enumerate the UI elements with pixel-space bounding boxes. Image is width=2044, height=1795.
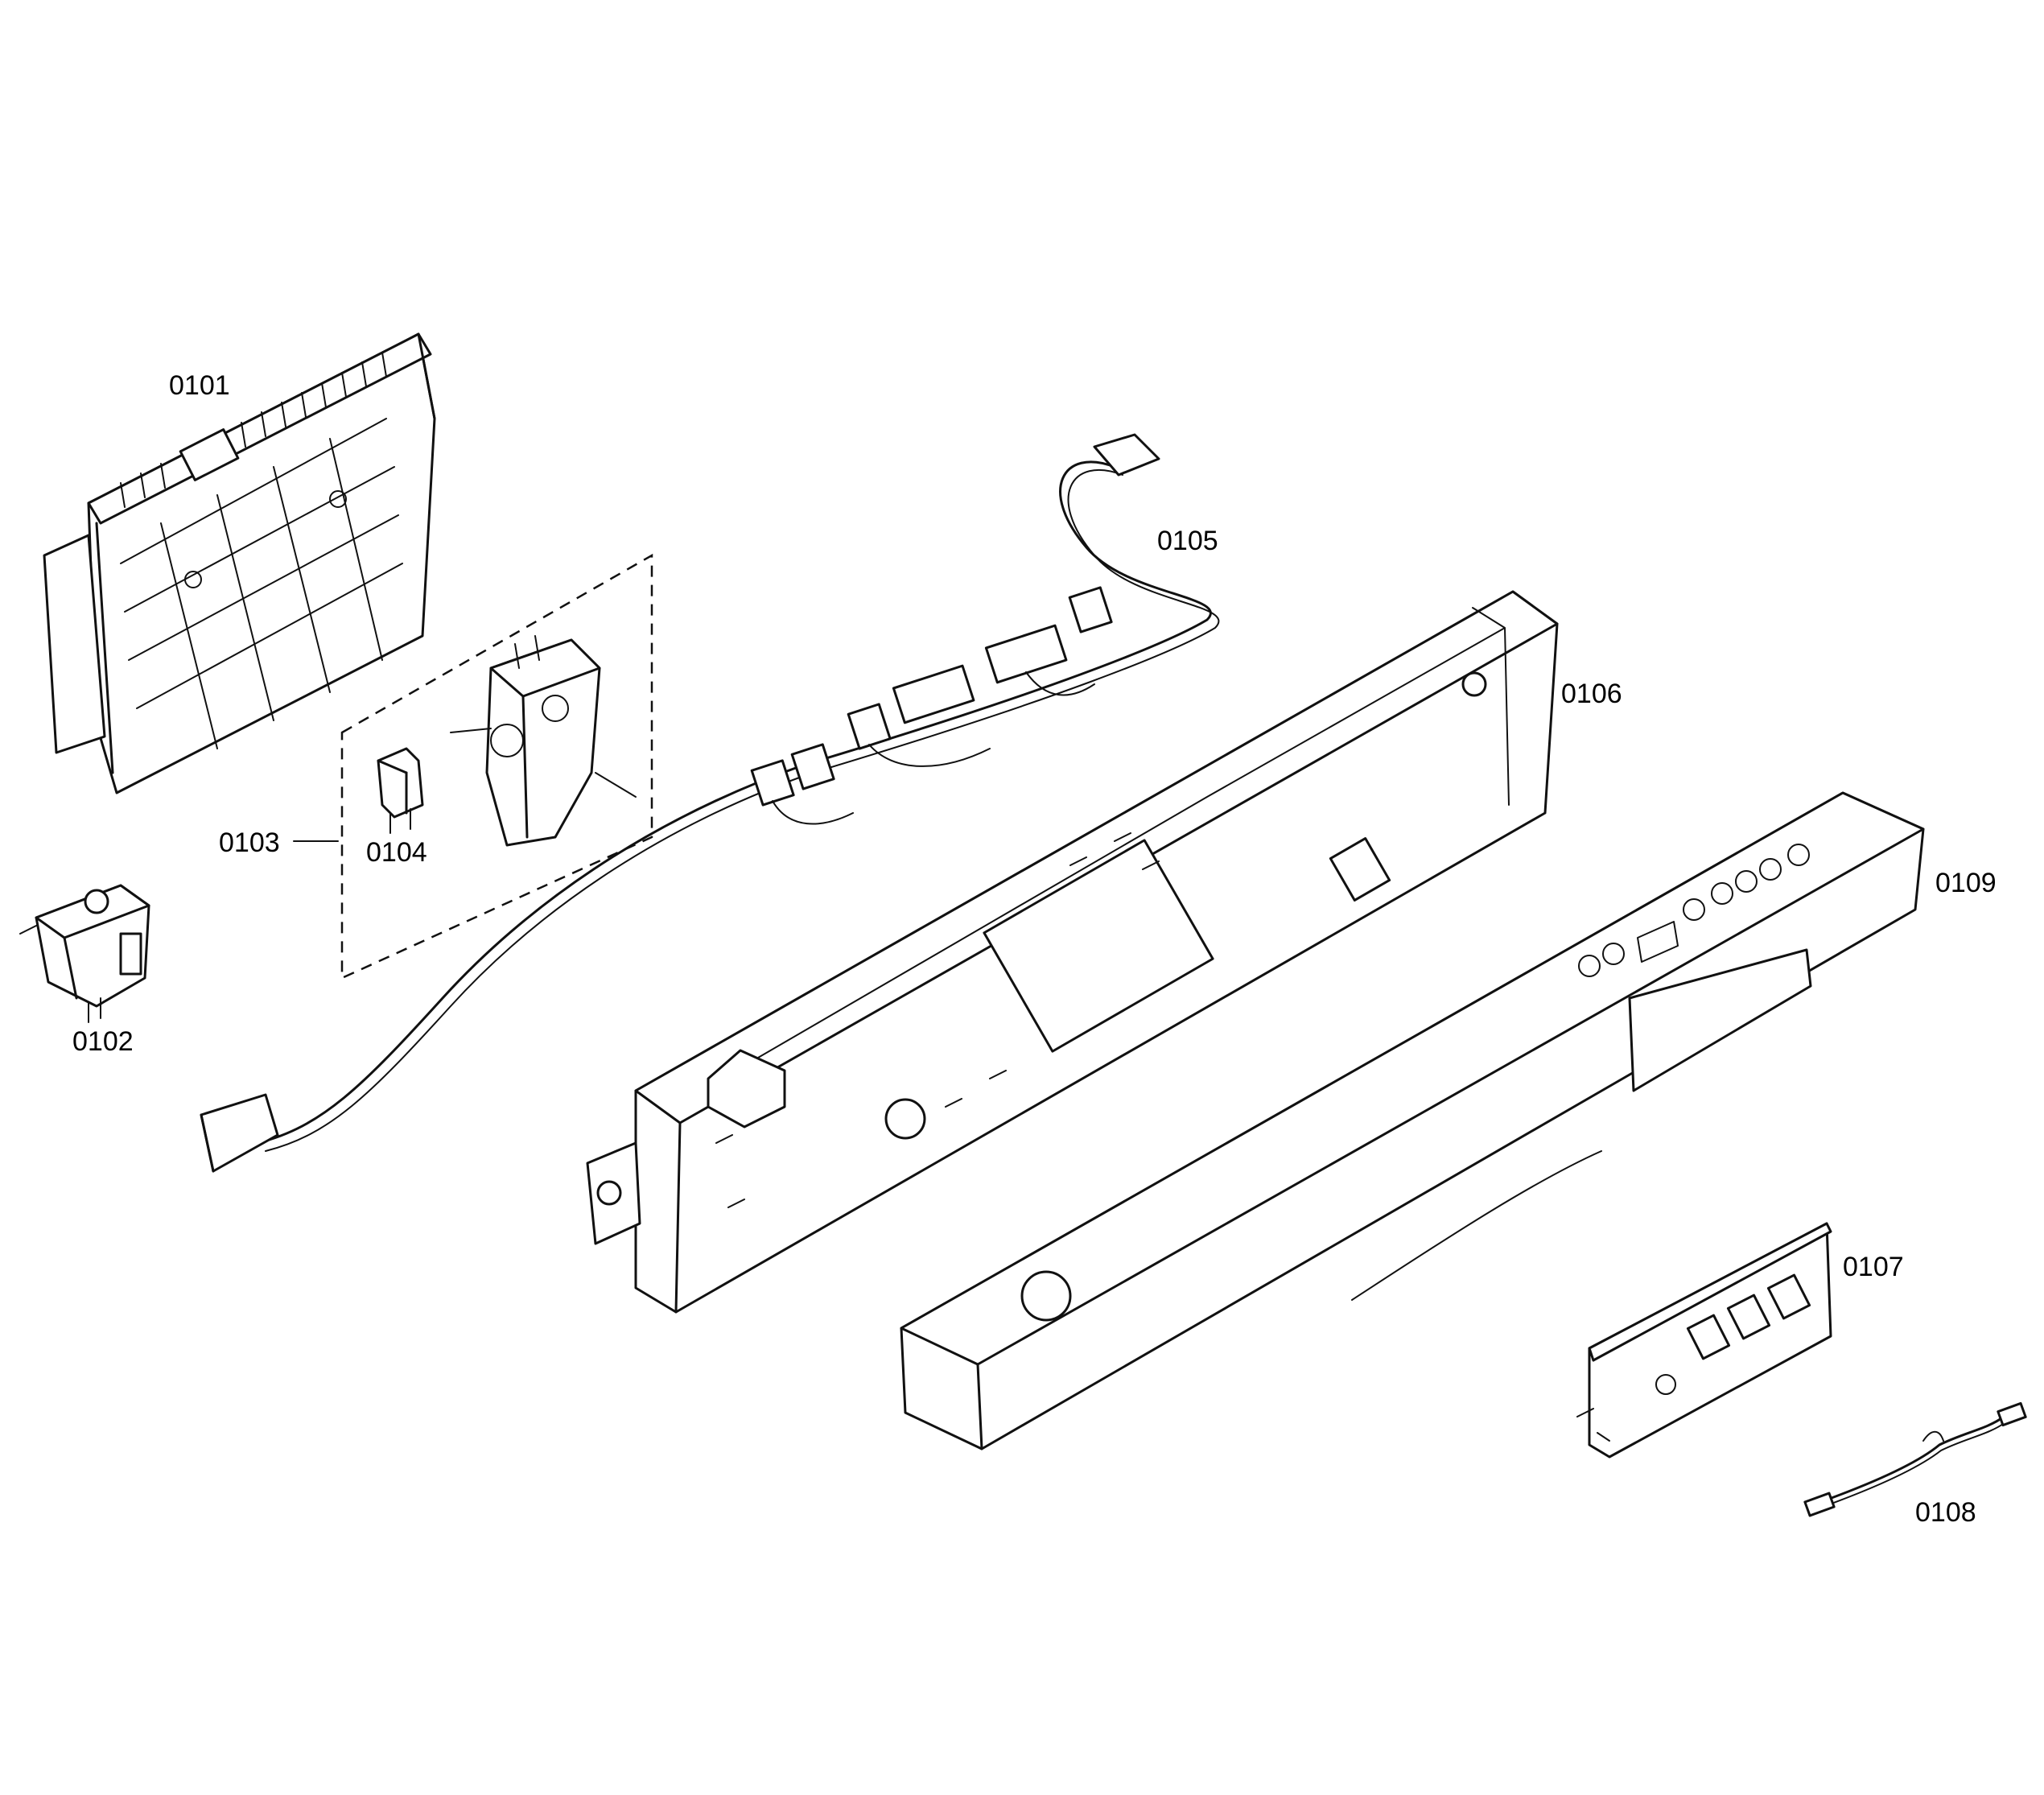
label-0106: 0106: [1561, 679, 1622, 709]
label-0104: 0104: [366, 837, 427, 868]
part-0101-control-module[interactable]: [43, 332, 436, 794]
part-0105-wiring-harness[interactable]: [200, 433, 1220, 1173]
label-0108: 0108: [1915, 1497, 1976, 1528]
label-0105: 0105: [1157, 526, 1218, 556]
part-0106-inner-panel[interactable]: [586, 590, 1559, 1314]
part-0108-cable[interactable]: [1803, 1401, 2027, 1517]
label-0103: 0103: [219, 827, 280, 858]
part-0103-relay[interactable]: [450, 635, 637, 847]
label-0109: 0109: [1935, 868, 1997, 898]
part-0102-switch[interactable]: [19, 884, 150, 1023]
label-0107: 0107: [1843, 1252, 1904, 1282]
label-0101: 0101: [169, 370, 230, 401]
label-0102: 0102: [72, 1026, 134, 1057]
part-0109-front-panel[interactable]: [900, 791, 1925, 1450]
part-0104-capacitor[interactable]: [377, 747, 424, 834]
part-0107-circuit-board[interactable]: [1576, 1222, 1832, 1459]
part-0103-assembly-group[interactable]: [293, 553, 653, 980]
